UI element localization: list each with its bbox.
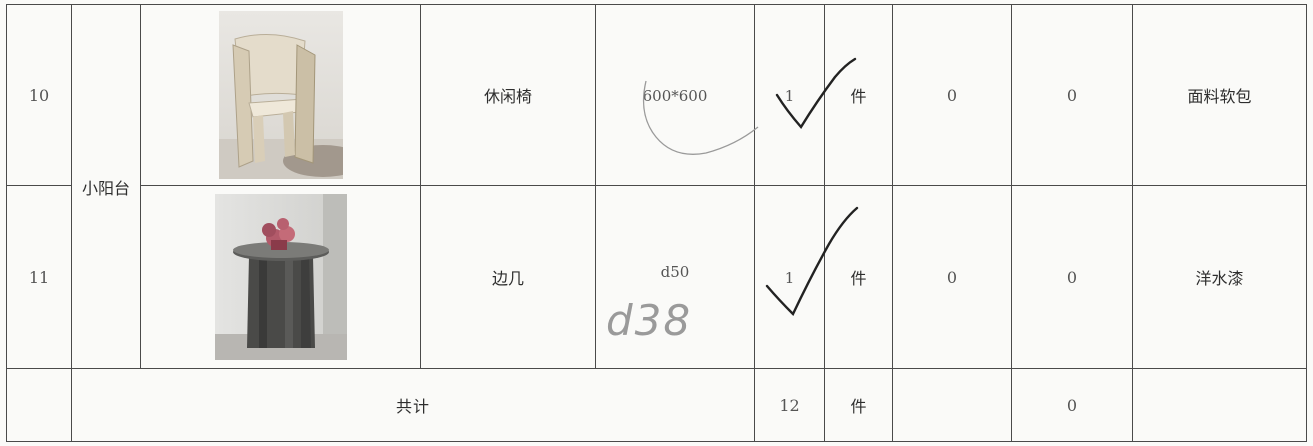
item-material: 面料软包: [1132, 4, 1307, 186]
row-number: 11: [6, 185, 72, 369]
handwritten-size: d38: [606, 296, 693, 345]
furniture-list-sheet: 10 小阳台: [6, 4, 1307, 442]
item-qty: 1: [754, 185, 859, 369]
total-qty: 12: [754, 368, 825, 442]
total-empty-cell: [1132, 368, 1307, 442]
item-value-b: 0: [1011, 185, 1133, 369]
total-unit: 件: [824, 368, 893, 442]
total-label: 共计: [71, 368, 755, 442]
lounge-chair-photo: [218, 11, 343, 179]
qty-text: 1: [784, 268, 795, 287]
total-empty-cell: [892, 368, 1012, 442]
item-value-b: 0: [1011, 4, 1133, 186]
total-row: 共计 12 件 0: [6, 368, 1307, 442]
qty-text: 1: [784, 86, 795, 105]
item-unit: 件: [824, 185, 893, 369]
room-name: 小阳台: [71, 4, 141, 369]
table-row: 10 小阳台: [6, 4, 1307, 369]
item-value-a: 0: [892, 185, 1012, 369]
item-name: 休闲椅: [420, 4, 596, 186]
product-photo-cell: [140, 185, 421, 369]
item-size: d50 d38: [595, 185, 755, 369]
item-name: 边几: [420, 185, 596, 369]
row-number: 10: [6, 4, 72, 186]
table-row: 11: [6, 185, 1307, 369]
furniture-table: 10 小阳台: [6, 4, 1307, 442]
item-size: 600*600: [595, 4, 759, 186]
total-empty-cell: [6, 368, 72, 442]
item-material: 洋水漆: [1132, 185, 1307, 369]
side-table-photo: [214, 194, 347, 360]
size-text: d50: [660, 262, 690, 281]
size-text: 600*600: [642, 86, 708, 105]
item-unit: 件: [824, 4, 893, 186]
item-qty: 1: [754, 4, 857, 186]
total-value-b: 0: [1011, 368, 1133, 442]
product-photo-cell: [140, 4, 421, 186]
item-value-a: 0: [892, 4, 1012, 186]
